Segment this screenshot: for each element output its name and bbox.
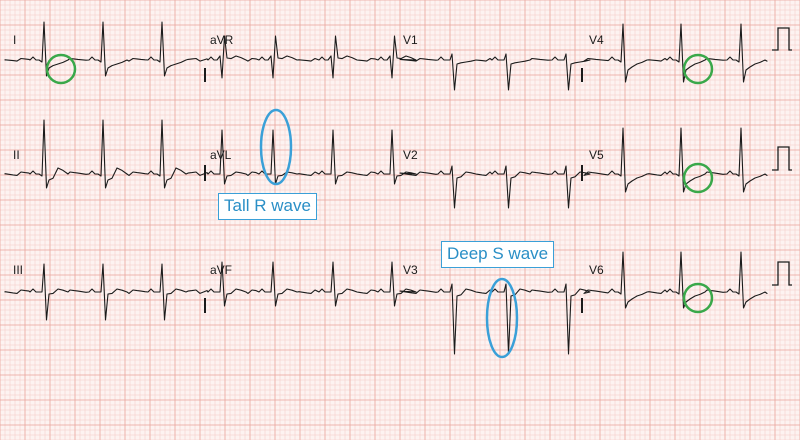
ecg-trace-row-2 <box>4 119 768 209</box>
st-depression-marker-lead-V4 <box>682 53 714 85</box>
lead-label-V5: V5 <box>589 148 604 162</box>
lead-label-aVF: aVF <box>210 263 232 277</box>
lead-label-I: I <box>13 33 16 47</box>
st-depression-marker-lead-V6 <box>682 282 714 314</box>
deep-s-wave-callout: Deep S wave <box>441 241 555 268</box>
tall-r-wave-callout: Tall R wave <box>218 193 317 220</box>
calibration-pulse-row-3 <box>772 261 792 286</box>
deep-s-wave-ellipse <box>485 277 519 359</box>
calibration-pulse-row-1 <box>772 27 792 51</box>
lead-label-aVL: aVL <box>210 148 232 162</box>
lead-label-V4: V4 <box>589 33 604 47</box>
lead-label-V3: V3 <box>403 263 418 277</box>
lead-label-V2: V2 <box>403 148 418 162</box>
ecg-trace-row-1 <box>4 21 768 91</box>
st-depression-marker-lead-V5 <box>682 162 714 194</box>
st-depression-marker-lead-I <box>45 53 77 85</box>
lead-label-V1: V1 <box>403 33 418 47</box>
lead-label-II: II <box>13 148 20 162</box>
ecg-trace-row-3 <box>4 251 768 355</box>
lead-label-III: III <box>13 263 23 277</box>
lead-separators <box>204 68 583 313</box>
tall-r-wave-ellipse <box>259 108 293 186</box>
lead-label-V6: V6 <box>589 263 604 277</box>
lead-label-aVR: aVR <box>210 33 234 47</box>
calibration-pulse-row-2 <box>772 146 792 171</box>
